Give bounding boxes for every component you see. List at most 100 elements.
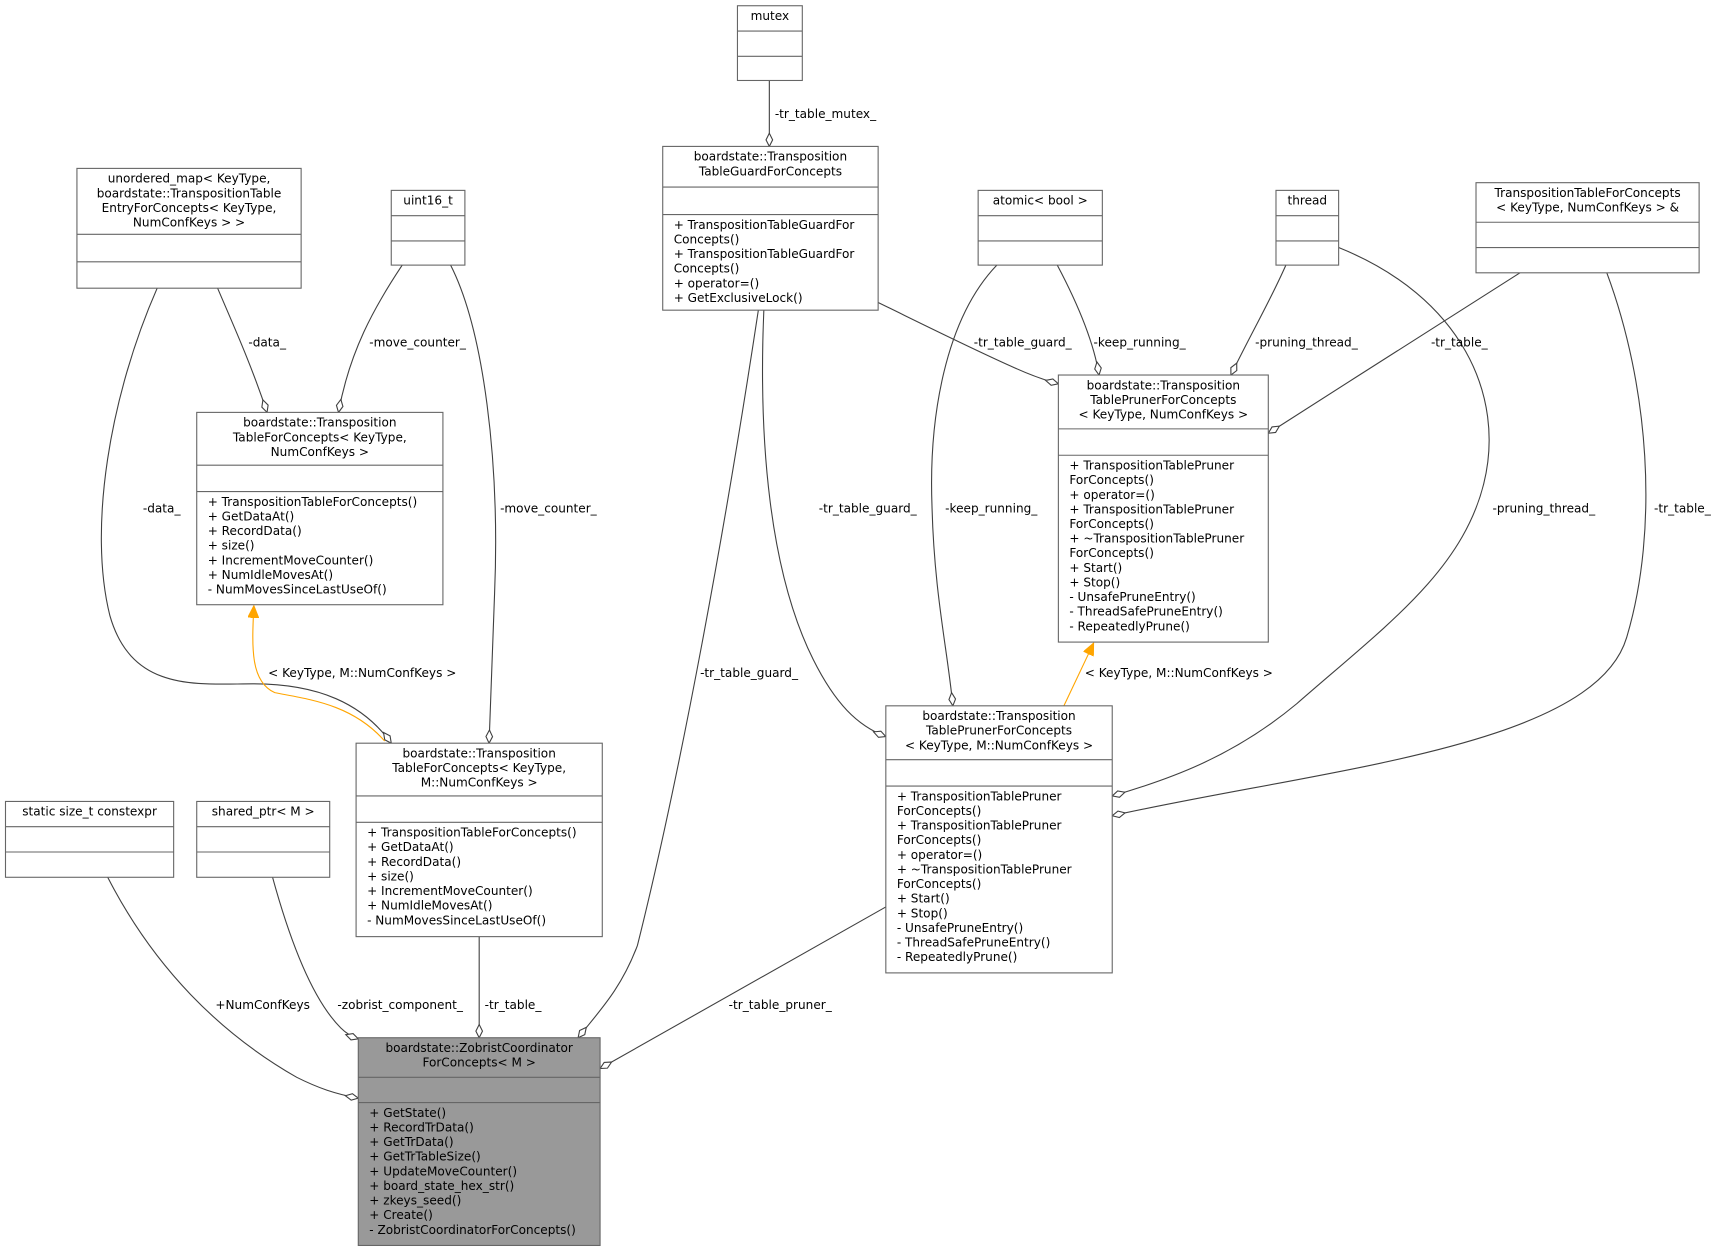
label-ref-pruner: -tr_table_ bbox=[1431, 335, 1489, 349]
edge-thread-prunerm bbox=[1112, 247, 1490, 796]
class-title-line: TableGuardForConcepts bbox=[698, 164, 842, 178]
class-title-line: < KeyType, M::NumConfKeys > bbox=[905, 738, 1093, 752]
class-method: ForConcepts() bbox=[1069, 473, 1154, 487]
class-method: + RecordData() bbox=[367, 855, 461, 869]
class-title-line: TranspositionTableForConcepts bbox=[1494, 186, 1681, 200]
class-title-line: boardstate::ZobristCoordinator bbox=[385, 1041, 572, 1055]
label-guard-zob: -tr_table_guard_ bbox=[700, 666, 799, 680]
class-method: + UpdateMoveCounter() bbox=[369, 1164, 517, 1178]
class-box-ttfc[interactable]: boardstate::TranspositionTableForConcept… bbox=[196, 411, 444, 606]
class-method: + NumIdleMovesAt() bbox=[367, 899, 492, 913]
class-title-line: unordered_map< KeyType, bbox=[108, 172, 271, 186]
class-method: + Start() bbox=[1069, 561, 1122, 575]
class-method: + GetExclusiveLock() bbox=[674, 291, 803, 305]
class-title-line: EntryForConcepts< KeyType, bbox=[102, 201, 277, 215]
label-prunerm-zob: -tr_table_pruner_ bbox=[729, 998, 833, 1012]
class-method: + TranspositionTablePruner bbox=[1069, 459, 1234, 473]
class-method: + IncrementMoveCounter() bbox=[208, 553, 374, 567]
class-method: - UnsafePruneEntry() bbox=[1069, 590, 1195, 604]
class-method: + RecordTrData() bbox=[369, 1120, 474, 1134]
class-box-atomic[interactable]: atomic< bool > bbox=[977, 189, 1103, 266]
label-atomic-prunerm: -keep_running_ bbox=[945, 501, 1038, 515]
edge-labels: -tr_table_mutex_ -data_ -move_counter_ -… bbox=[143, 107, 1712, 1012]
class-box-frame bbox=[1057, 374, 1269, 643]
class-method: ForConcepts() bbox=[1069, 517, 1154, 531]
label-thread-pruner: -pruning_thread_ bbox=[1255, 335, 1359, 349]
edge-prunerm-inherit bbox=[1063, 643, 1094, 707]
class-box-pruner-m[interactable]: boardstate::TranspositionTablePrunerForC… bbox=[885, 705, 1113, 974]
class-box-thread[interactable]: thread bbox=[1275, 189, 1340, 266]
class-method: + zkeys_seed() bbox=[369, 1194, 461, 1208]
class-title-line: thread bbox=[1288, 194, 1328, 208]
edge-guard-pruner bbox=[877, 301, 1058, 383]
class-method: + GetTrTableSize() bbox=[369, 1150, 481, 1164]
class-method: + TranspositionTableForConcepts() bbox=[208, 495, 418, 509]
class-method: + RecordData() bbox=[208, 524, 302, 538]
class-method: - NumMovesSinceLastUseOf() bbox=[367, 913, 546, 927]
class-method: - RepeatedlyPrune() bbox=[1069, 619, 1190, 633]
class-title-line: boardstate::Transposition bbox=[243, 416, 396, 430]
label-guard-prunerm: -tr_table_guard_ bbox=[819, 501, 918, 515]
class-method: + TranspositionTableGuardFor bbox=[674, 218, 855, 232]
class-title-line: shared_ptr< M > bbox=[212, 805, 315, 819]
label-uint-ttfcm: -move_counter_ bbox=[500, 501, 598, 515]
class-title-line: boardstate::Transposition bbox=[922, 709, 1075, 723]
edge-ref-prunerm bbox=[1112, 272, 1647, 816]
label-prunerm-inherit: < KeyType, M::NumConfKeys > bbox=[1085, 666, 1273, 680]
class-box-frame bbox=[885, 705, 1113, 974]
class-title-line: boardstate::Transposition bbox=[1087, 378, 1240, 392]
class-title-line: boardstate::Transposition bbox=[402, 746, 555, 760]
class-box-frame bbox=[662, 145, 879, 311]
class-method: ForConcepts() bbox=[1069, 546, 1154, 560]
class-method: + NumIdleMovesAt() bbox=[208, 568, 333, 582]
label-static-zob: +NumConfKeys bbox=[215, 998, 310, 1012]
class-method: + operator=() bbox=[897, 848, 982, 862]
class-box-shared-ptr[interactable]: shared_ptr< M > bbox=[196, 800, 331, 878]
class-box-uint16[interactable]: uint16_t bbox=[390, 189, 466, 266]
class-method: + GetState() bbox=[369, 1106, 446, 1120]
label-shared-zob: -zobrist_component_ bbox=[337, 998, 463, 1012]
edge-ttfcm-inherit bbox=[253, 606, 386, 742]
class-method: Concepts() bbox=[674, 262, 740, 276]
label-ref-prunerm: -tr_table_ bbox=[1654, 501, 1712, 515]
class-title-line: static size_t constexpr bbox=[22, 805, 157, 819]
class-method: + Stop() bbox=[897, 906, 948, 920]
class-box-frame bbox=[196, 411, 444, 606]
class-box-ttfc-ref[interactable]: TranspositionTableForConcepts< KeyType, … bbox=[1475, 182, 1700, 274]
label-ttfcm-zob: -tr_table_ bbox=[485, 998, 543, 1012]
class-box-mutex[interactable]: mutex bbox=[736, 5, 803, 82]
class-box-zobrist[interactable]: boardstate::ZobristCoordinatorForConcept… bbox=[357, 1037, 601, 1247]
edge-prunerm-zob bbox=[600, 906, 887, 1069]
class-box-ttfc-m[interactable]: boardstate::TranspositionTableForConcept… bbox=[355, 742, 603, 938]
class-title-line: TableForConcepts< KeyType, bbox=[391, 761, 566, 775]
class-title-line: TablePrunerForConcepts bbox=[1089, 393, 1236, 407]
class-method: + Stop() bbox=[1069, 575, 1120, 589]
class-method: + TranspositionTableForConcepts() bbox=[367, 826, 576, 840]
class-method: + board_state_hex_str() bbox=[369, 1179, 514, 1193]
label-ttfcm-inherit: < KeyType, M::NumConfKeys > bbox=[268, 666, 456, 680]
class-box-unordered-map[interactable]: unordered_map< KeyType, boardstate::Tran… bbox=[76, 167, 302, 289]
class-title-line: < KeyType, NumConfKeys > bbox=[1079, 408, 1249, 422]
label-mutex-guard: -tr_table_mutex_ bbox=[775, 107, 877, 121]
class-box-frame bbox=[1475, 182, 1700, 274]
edge-map-ttfc bbox=[217, 287, 267, 412]
label-guard-pruner: -tr_table_guard_ bbox=[974, 335, 1073, 349]
class-method: + operator=() bbox=[1069, 488, 1154, 502]
class-method: ForConcepts() bbox=[897, 833, 982, 847]
class-box-static-size[interactable]: static size_t constexpr bbox=[4, 800, 175, 878]
class-method: + size() bbox=[208, 539, 255, 553]
class-method: + Start() bbox=[897, 892, 950, 906]
class-title-line: TableForConcepts< KeyType, bbox=[232, 430, 407, 444]
class-box-frame bbox=[390, 189, 466, 266]
class-box-guard[interactable]: boardstate::TranspositionTableGuardForCo… bbox=[662, 145, 879, 311]
class-method: ForConcepts() bbox=[897, 877, 982, 891]
class-box-pruner[interactable]: boardstate::TranspositionTablePrunerForC… bbox=[1057, 374, 1269, 643]
label-uint-ttfc: -move_counter_ bbox=[369, 335, 467, 349]
class-method: - UnsafePruneEntry() bbox=[897, 921, 1023, 935]
class-method: + TranspositionTablePruner bbox=[897, 819, 1062, 833]
class-box-frame bbox=[76, 167, 302, 289]
class-box-frame bbox=[355, 742, 603, 938]
edge-guard-prunerm bbox=[761, 310, 886, 736]
label-map-ttfc: -data_ bbox=[248, 335, 287, 349]
